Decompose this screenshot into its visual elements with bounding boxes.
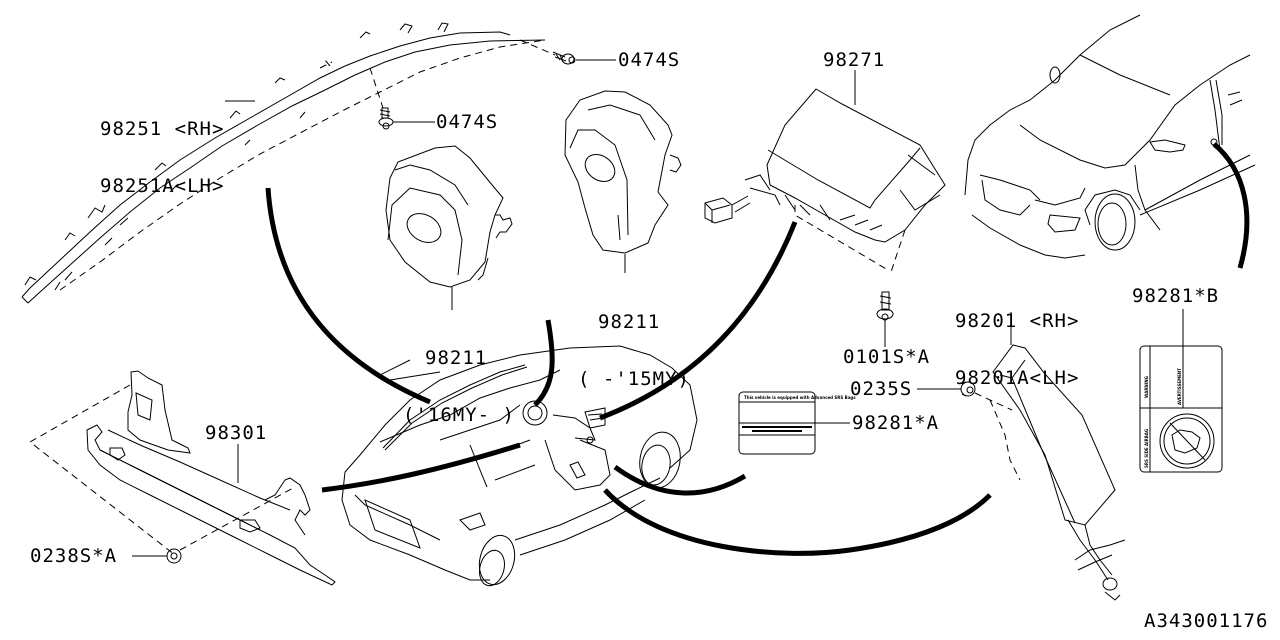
- label-b-srs-text: SRS SIDE AIRBAG: [1144, 429, 1149, 468]
- knee-airbag-drawing[interactable]: [29, 370, 336, 586]
- arc-curtain: [265, 187, 431, 405]
- label-driver-16my-part: 98211: [425, 347, 488, 369]
- label-driver-airbag-16my: 98211 ('16MY- ): [403, 311, 515, 444]
- driver-airbag-16my-drawing[interactable]: [385, 145, 513, 288]
- label-curtain-airbag-rh: 98251 <RH>: [100, 118, 225, 140]
- label-driver-16my-note: ('16MY- ): [403, 404, 515, 426]
- label-b-warning-text: WARNING: [1144, 376, 1149, 398]
- arc-driver: [533, 319, 555, 407]
- label-b-drawing[interactable]: WARNING AVERTISSEMENT SRS SIDE AIRBAG: [1139, 345, 1223, 473]
- label-screw-upper: 0474S: [618, 49, 681, 71]
- label-a-text-top: This vehicle is equipped with Advanced S…: [744, 395, 856, 400]
- label-knee-airbag: 98301: [205, 422, 268, 444]
- driver-airbag-15my-drawing[interactable]: [564, 90, 682, 254]
- arc-label-a: [613, 464, 747, 496]
- label-nut-side: 0235S: [850, 378, 913, 400]
- center-car-drawing: [341, 345, 698, 587]
- reference-code: A343001176: [1144, 610, 1269, 632]
- label-side-airbag-rh: 98201 <RH>: [955, 310, 1080, 332]
- screw-lower-drawing[interactable]: [369, 67, 394, 130]
- label-driver-airbag-15my: 98211 ( -'15MY): [578, 275, 690, 408]
- label-passenger-airbag: 98271: [823, 49, 886, 71]
- arc-side-airbag: [603, 488, 992, 556]
- curtain-airbag-drawing[interactable]: [21, 22, 546, 304]
- bolt-passenger-drawing[interactable]: [876, 291, 894, 321]
- label-nut-knee: 0238S*A: [30, 545, 118, 567]
- arc-knee: [321, 442, 521, 493]
- label-b-avert-text: AVERTISSEMENT: [1177, 368, 1182, 405]
- arc-pillar-to-label-b: [1212, 142, 1250, 269]
- label-screw-lower: 0474S: [436, 111, 499, 133]
- label-side-airbag: 98201 <RH> 98201A<LH>: [955, 274, 1079, 407]
- arc-passenger: [599, 221, 798, 421]
- label-bolt-passenger: 0101S*A: [843, 346, 931, 368]
- side-airbag-drawing[interactable]: [974, 344, 1126, 601]
- label-label-b: 98281*B: [1132, 285, 1220, 307]
- label-curtain-airbag: 98251 <RH> 98251A<LH>: [100, 82, 224, 215]
- label-side-airbag-lh: 98201A<LH>: [955, 367, 1080, 389]
- label-label-a: 98281*A: [852, 412, 940, 434]
- passenger-airbag-drawing[interactable]: [704, 88, 946, 276]
- screw-upper-drawing[interactable]: [519, 39, 576, 65]
- label-driver-15my-part: 98211: [598, 311, 661, 333]
- nut-side-drawing[interactable]: [960, 381, 976, 397]
- label-driver-15my-note: ( -'15MY): [578, 368, 690, 390]
- nut-knee-drawing[interactable]: [166, 548, 182, 564]
- car-front-drawing: [964, 14, 1256, 259]
- label-curtain-airbag-lh: 98251A<LH>: [100, 175, 225, 197]
